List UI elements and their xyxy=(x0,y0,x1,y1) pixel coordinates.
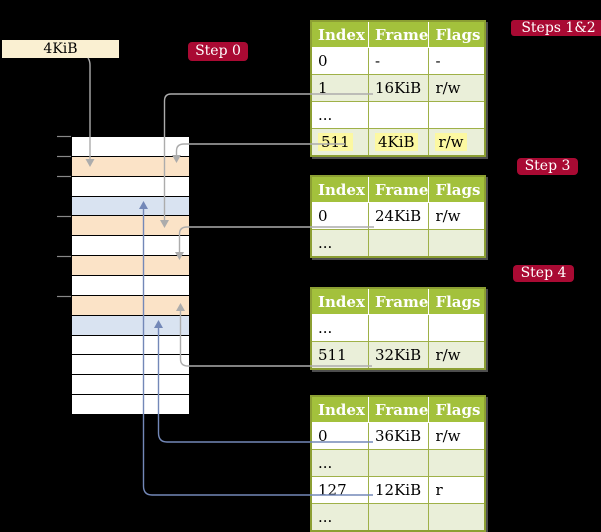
col-header-index: Index xyxy=(312,22,369,48)
col-header-index: Index xyxy=(312,289,369,315)
cell-flags: r/w xyxy=(429,75,485,102)
memory-row xyxy=(72,137,189,157)
col-header-index: Index xyxy=(312,177,369,203)
badge-step-0: Step 0 xyxy=(188,42,248,61)
cell-index: 0 xyxy=(312,203,369,230)
highlight: 511 xyxy=(318,133,353,151)
col-header-frame: Frame xyxy=(369,177,430,203)
cell-flags xyxy=(429,450,485,477)
col-header-index: Index xyxy=(312,397,369,423)
cell-index: ... xyxy=(312,315,369,342)
cell-flags: r/w xyxy=(429,129,485,155)
cell-index: 1 xyxy=(312,75,369,102)
col-header-flags: Flags xyxy=(429,289,485,315)
table-row: 127 12KiB r xyxy=(312,477,485,504)
table-row-highlighted: 511 4KiB r/w xyxy=(312,129,485,155)
cell-flags xyxy=(429,230,485,256)
cell-flags: - xyxy=(429,48,485,75)
cell-index: ... xyxy=(312,230,369,256)
page-table-level2: Index Frame Flags ... 511 32KiB r/w xyxy=(310,287,487,370)
cell-flags: r/w xyxy=(429,423,485,450)
cell-flags xyxy=(429,504,485,530)
col-header-flags: Flags xyxy=(429,397,485,423)
col-header-flags: Flags xyxy=(429,22,485,48)
memory-row xyxy=(72,156,189,177)
cell-frame xyxy=(369,230,430,256)
cell-index: 0 xyxy=(312,423,369,450)
table-row: 1 16KiB r/w xyxy=(312,75,485,102)
page-table-level4: Index Frame Flags 0 - - 1 16KiB r/w ... … xyxy=(310,20,487,157)
table-row: ... xyxy=(312,315,485,342)
cell-frame xyxy=(369,450,430,477)
table-header-row: Index Frame Flags xyxy=(312,177,485,203)
col-header-frame: Frame xyxy=(369,289,430,315)
cell-frame xyxy=(369,102,430,129)
cell-frame xyxy=(369,504,430,530)
table-row: ... xyxy=(312,230,485,256)
cell-frame: 4KiB xyxy=(369,129,430,155)
table-row: ... xyxy=(312,102,485,129)
cell-flags: r/w xyxy=(429,203,485,230)
cell-index: 0 xyxy=(312,48,369,75)
memory-row xyxy=(72,315,189,336)
cell-index: ... xyxy=(312,102,369,129)
cell-index: ... xyxy=(312,450,369,477)
col-header-frame: Frame xyxy=(369,397,430,423)
table-header-row: Index Frame Flags xyxy=(312,289,485,315)
memory-row xyxy=(72,395,189,415)
memory-row xyxy=(72,355,189,376)
table-row: 0 36KiB r/w xyxy=(312,423,485,450)
cell-frame: 24KiB xyxy=(369,203,430,230)
col-header-flags: Flags xyxy=(429,177,485,203)
table-header-row: Index Frame Flags xyxy=(312,22,485,48)
table-row: 0 - - xyxy=(312,48,485,75)
cell-frame: - xyxy=(369,48,430,75)
cell-frame: 12KiB xyxy=(369,477,430,504)
badge-step-4: Step 4 xyxy=(513,265,574,282)
cell-index: 511 xyxy=(312,129,369,155)
table-row: ... xyxy=(312,450,485,477)
cell-index: ... xyxy=(312,504,369,530)
cell-index: 127 xyxy=(312,477,369,504)
cell-flags xyxy=(429,102,485,129)
page-table-level3: Index Frame Flags 0 24KiB r/w ... xyxy=(310,175,487,258)
cell-frame: 16KiB xyxy=(369,75,430,102)
page-table-level1: Index Frame Flags 0 36KiB r/w ... 127 12… xyxy=(310,395,487,532)
memory-row xyxy=(72,196,189,217)
table-row: 0 24KiB r/w xyxy=(312,203,485,230)
table-row: ... xyxy=(312,504,485,530)
memory-row xyxy=(72,276,189,296)
badge-steps-1-2: Steps 1&2 xyxy=(511,20,601,36)
physical-memory-column xyxy=(71,136,190,415)
cell-flags xyxy=(429,315,485,342)
memory-row xyxy=(72,295,189,316)
memory-row xyxy=(72,176,189,197)
cell-index: 511 xyxy=(312,342,369,368)
col-header-frame: Frame xyxy=(369,22,430,48)
cell-frame: 36KiB xyxy=(369,423,430,450)
highlight: r/w xyxy=(435,133,467,151)
memory-row xyxy=(72,236,189,257)
table-header-row: Index Frame Flags xyxy=(312,397,485,423)
frame-address-label: 4KiB xyxy=(2,40,119,58)
memory-row xyxy=(72,335,189,356)
badge-step-3: Step 3 xyxy=(517,158,578,175)
cell-flags: r xyxy=(429,477,485,504)
cell-flags: r/w xyxy=(429,342,485,368)
memory-row xyxy=(72,375,189,396)
table-row: 511 32KiB r/w xyxy=(312,342,485,368)
cell-frame: 32KiB xyxy=(369,342,430,368)
memory-row xyxy=(72,216,189,237)
highlight: 4KiB xyxy=(375,133,418,151)
memory-row xyxy=(72,256,189,277)
cell-frame xyxy=(369,315,430,342)
